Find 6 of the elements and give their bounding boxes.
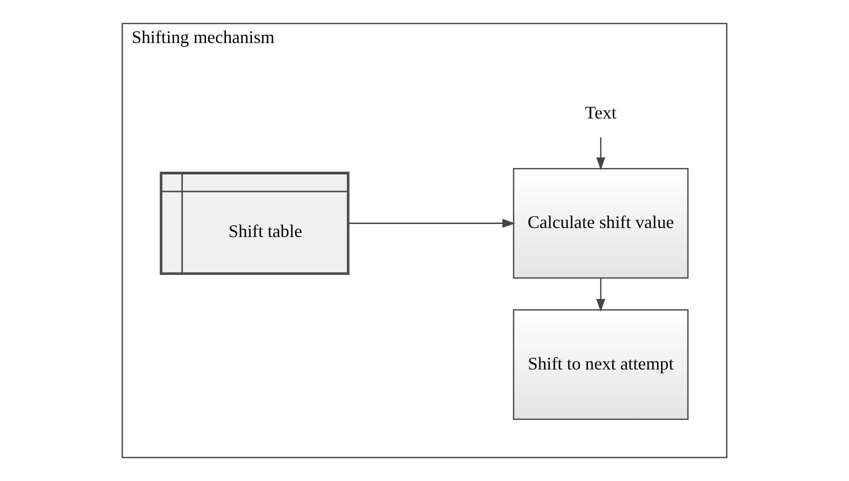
node-text: Text (585, 102, 616, 123)
arrow (348, 218, 516, 228)
arrow (596, 137, 606, 170)
arrow (596, 278, 606, 312)
node-box: Calculate shift value (512, 168, 689, 279)
node-box: Shift to next attempt (512, 309, 689, 420)
